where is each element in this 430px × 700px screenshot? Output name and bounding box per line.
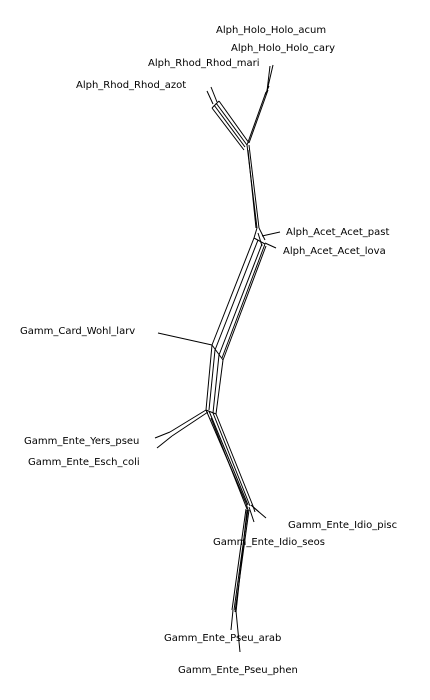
- edge-rhod-a: [215, 102, 248, 146]
- edge-mid-cross-bottom: [205, 409, 217, 415]
- edge-idio-seos-a: [248, 506, 255, 523]
- label-idio-pisc: Gamm_Ente_Idio_pisc: [288, 520, 397, 531]
- edges-idio: [245, 502, 267, 523]
- label-wohl-larv: Gamm_Card_Wohl_larv: [20, 326, 135, 337]
- edge-pseu-phen: [235, 610, 241, 653]
- edge-esch-coli: [156, 435, 173, 449]
- edge-acet-lova: [264, 242, 277, 249]
- edge-mid-2: [208, 349, 216, 411]
- label-acet-past: Alph_Acet_Acet_past: [286, 227, 389, 238]
- edge-mid-3: [212, 354, 220, 414]
- edges-middle-box: [205, 344, 224, 415]
- edge-idio-seos-b: [250, 504, 260, 513]
- edge-pseu-4: [234, 509, 250, 613]
- edge-pseu-1: [231, 508, 247, 611]
- edge-rhod-mari: [210, 86, 218, 103]
- edge-idio-box-b: [252, 505, 256, 513]
- edge-low-5: [210, 417, 248, 510]
- edge-low-3: [212, 412, 251, 507]
- edge-rhod-azot: [206, 90, 214, 105]
- edge-mid-cross-top: [211, 344, 224, 361]
- label-yers-pseu: Gamm_Ente_Yers_pseu: [24, 436, 139, 447]
- edges-wohl: [157, 332, 213, 346]
- leaf-labels: Alph_Holo_Holo_acum Alph_Holo_Holo_cary …: [20, 25, 397, 676]
- edges-top-cluster: [206, 64, 274, 229]
- label-holo-acum: Alph_Holo_Holo_acum: [216, 25, 326, 36]
- edge-holo-cary: [266, 65, 271, 92]
- edge-bundle-5: [222, 245, 267, 361]
- edge-pseu-arab: [230, 609, 234, 631]
- edge-rhod-cross: [211, 100, 220, 109]
- label-pseu-phen: Gamm_Ente_Pseu_phen: [178, 665, 298, 676]
- edge-holo-b: [248, 89, 269, 144]
- edge-holo-tick: [264, 85, 270, 96]
- edge-low-4: [215, 413, 254, 507]
- edge-acet-box-right: [258, 227, 266, 241]
- label-esch-coli: Gamm_Ente_Esch_coli: [28, 457, 140, 468]
- edges-central-bundle: [211, 237, 267, 361]
- label-holo-cary: Alph_Holo_Holo_cary: [231, 43, 335, 54]
- edge-acet-box-left: [253, 227, 258, 239]
- edge-idio-box-a: [245, 502, 249, 511]
- label-pseu-arab: Gamm_Ente_Pseu_arab: [164, 633, 281, 644]
- label-acet-lova: Alph_Acet_Acet_lova: [283, 246, 386, 257]
- edge-spine-upper-c: [247, 149, 257, 229]
- edge-bundle-4: [221, 243, 266, 359]
- label-idio-seos: Gamm_Ente_Idio_seos: [213, 537, 325, 548]
- edge-mid-1: [205, 344, 213, 411]
- edge-acet-box-inner: [257, 232, 263, 247]
- edge-rhod-c: [213, 104, 246, 148]
- edge-yers-pseu: [154, 431, 171, 439]
- edge-bundle-2: [214, 239, 259, 351]
- edge-acet-past: [261, 231, 281, 237]
- edges-acet-box: [253, 227, 281, 249]
- edge-bundle-3: [218, 243, 263, 356]
- edge-bundle-1: [211, 237, 255, 346]
- label-rhod-mari: Alph_Rhod_Rhod_mari: [148, 58, 260, 69]
- label-rhod-azot: Alph_Rhod_Rhod_azot: [76, 80, 186, 91]
- edge-low-2: [208, 410, 249, 506]
- edge-holo-a: [246, 91, 267, 146]
- edge-rhod-d: [211, 107, 245, 151]
- edge-rhod-b: [218, 100, 250, 144]
- edges-yers-esch: [154, 409, 209, 449]
- edge-ye-a: [169, 409, 207, 433]
- edges-pseu: [230, 508, 250, 653]
- edge-wohl-larv: [157, 332, 213, 346]
- edge-ye-b: [171, 411, 209, 437]
- edge-mid-4: [215, 359, 224, 415]
- edge-acet-box-bottom: [253, 237, 266, 245]
- edges-lower-bundle: [205, 409, 254, 510]
- edge-spine-upper-b: [248, 144, 260, 229]
